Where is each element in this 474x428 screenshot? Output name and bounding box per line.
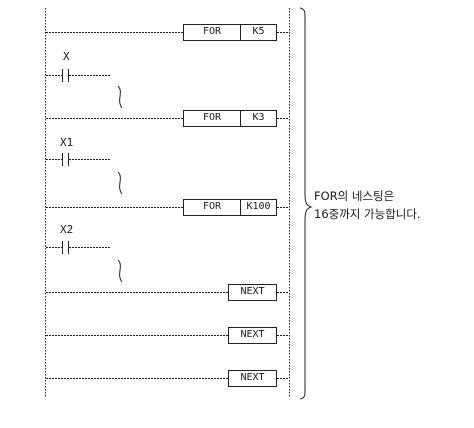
contact-x2-label: X2: [60, 223, 74, 236]
for-k100-box: [183, 199, 277, 216]
next-2-instruction: NEXT: [240, 329, 265, 340]
nesting-note-line-1: FOR의 네스팅은: [314, 189, 395, 203]
for-k5-box: [183, 24, 277, 41]
contact-x1-break-mark: [117, 171, 123, 195]
for-k100-instruction: FOR: [202, 201, 222, 212]
for-k5-instruction: FOR: [202, 26, 222, 37]
nesting-brace: [299, 7, 313, 400]
for-k100-operand: K100: [246, 201, 271, 212]
next-1-box: [228, 284, 277, 301]
contact-x2-break-mark: [117, 259, 123, 283]
contact-x-break-mark: [117, 85, 123, 109]
next-3-instruction: NEXT: [240, 372, 265, 383]
next-2-box: [228, 327, 277, 344]
for-k3-box: [183, 110, 277, 127]
for-k5-operand: K5: [252, 26, 265, 37]
contact-x-label: X: [63, 50, 70, 63]
next-3-box: [228, 370, 277, 387]
next-1-instruction: NEXT: [240, 286, 265, 297]
for-k3-operand: K3: [252, 112, 265, 123]
contact-x1-label: X1: [60, 136, 74, 149]
for-k3-instruction: FOR: [202, 112, 222, 123]
nesting-note-line-2: 16중까지 가능합니다.: [314, 207, 421, 221]
